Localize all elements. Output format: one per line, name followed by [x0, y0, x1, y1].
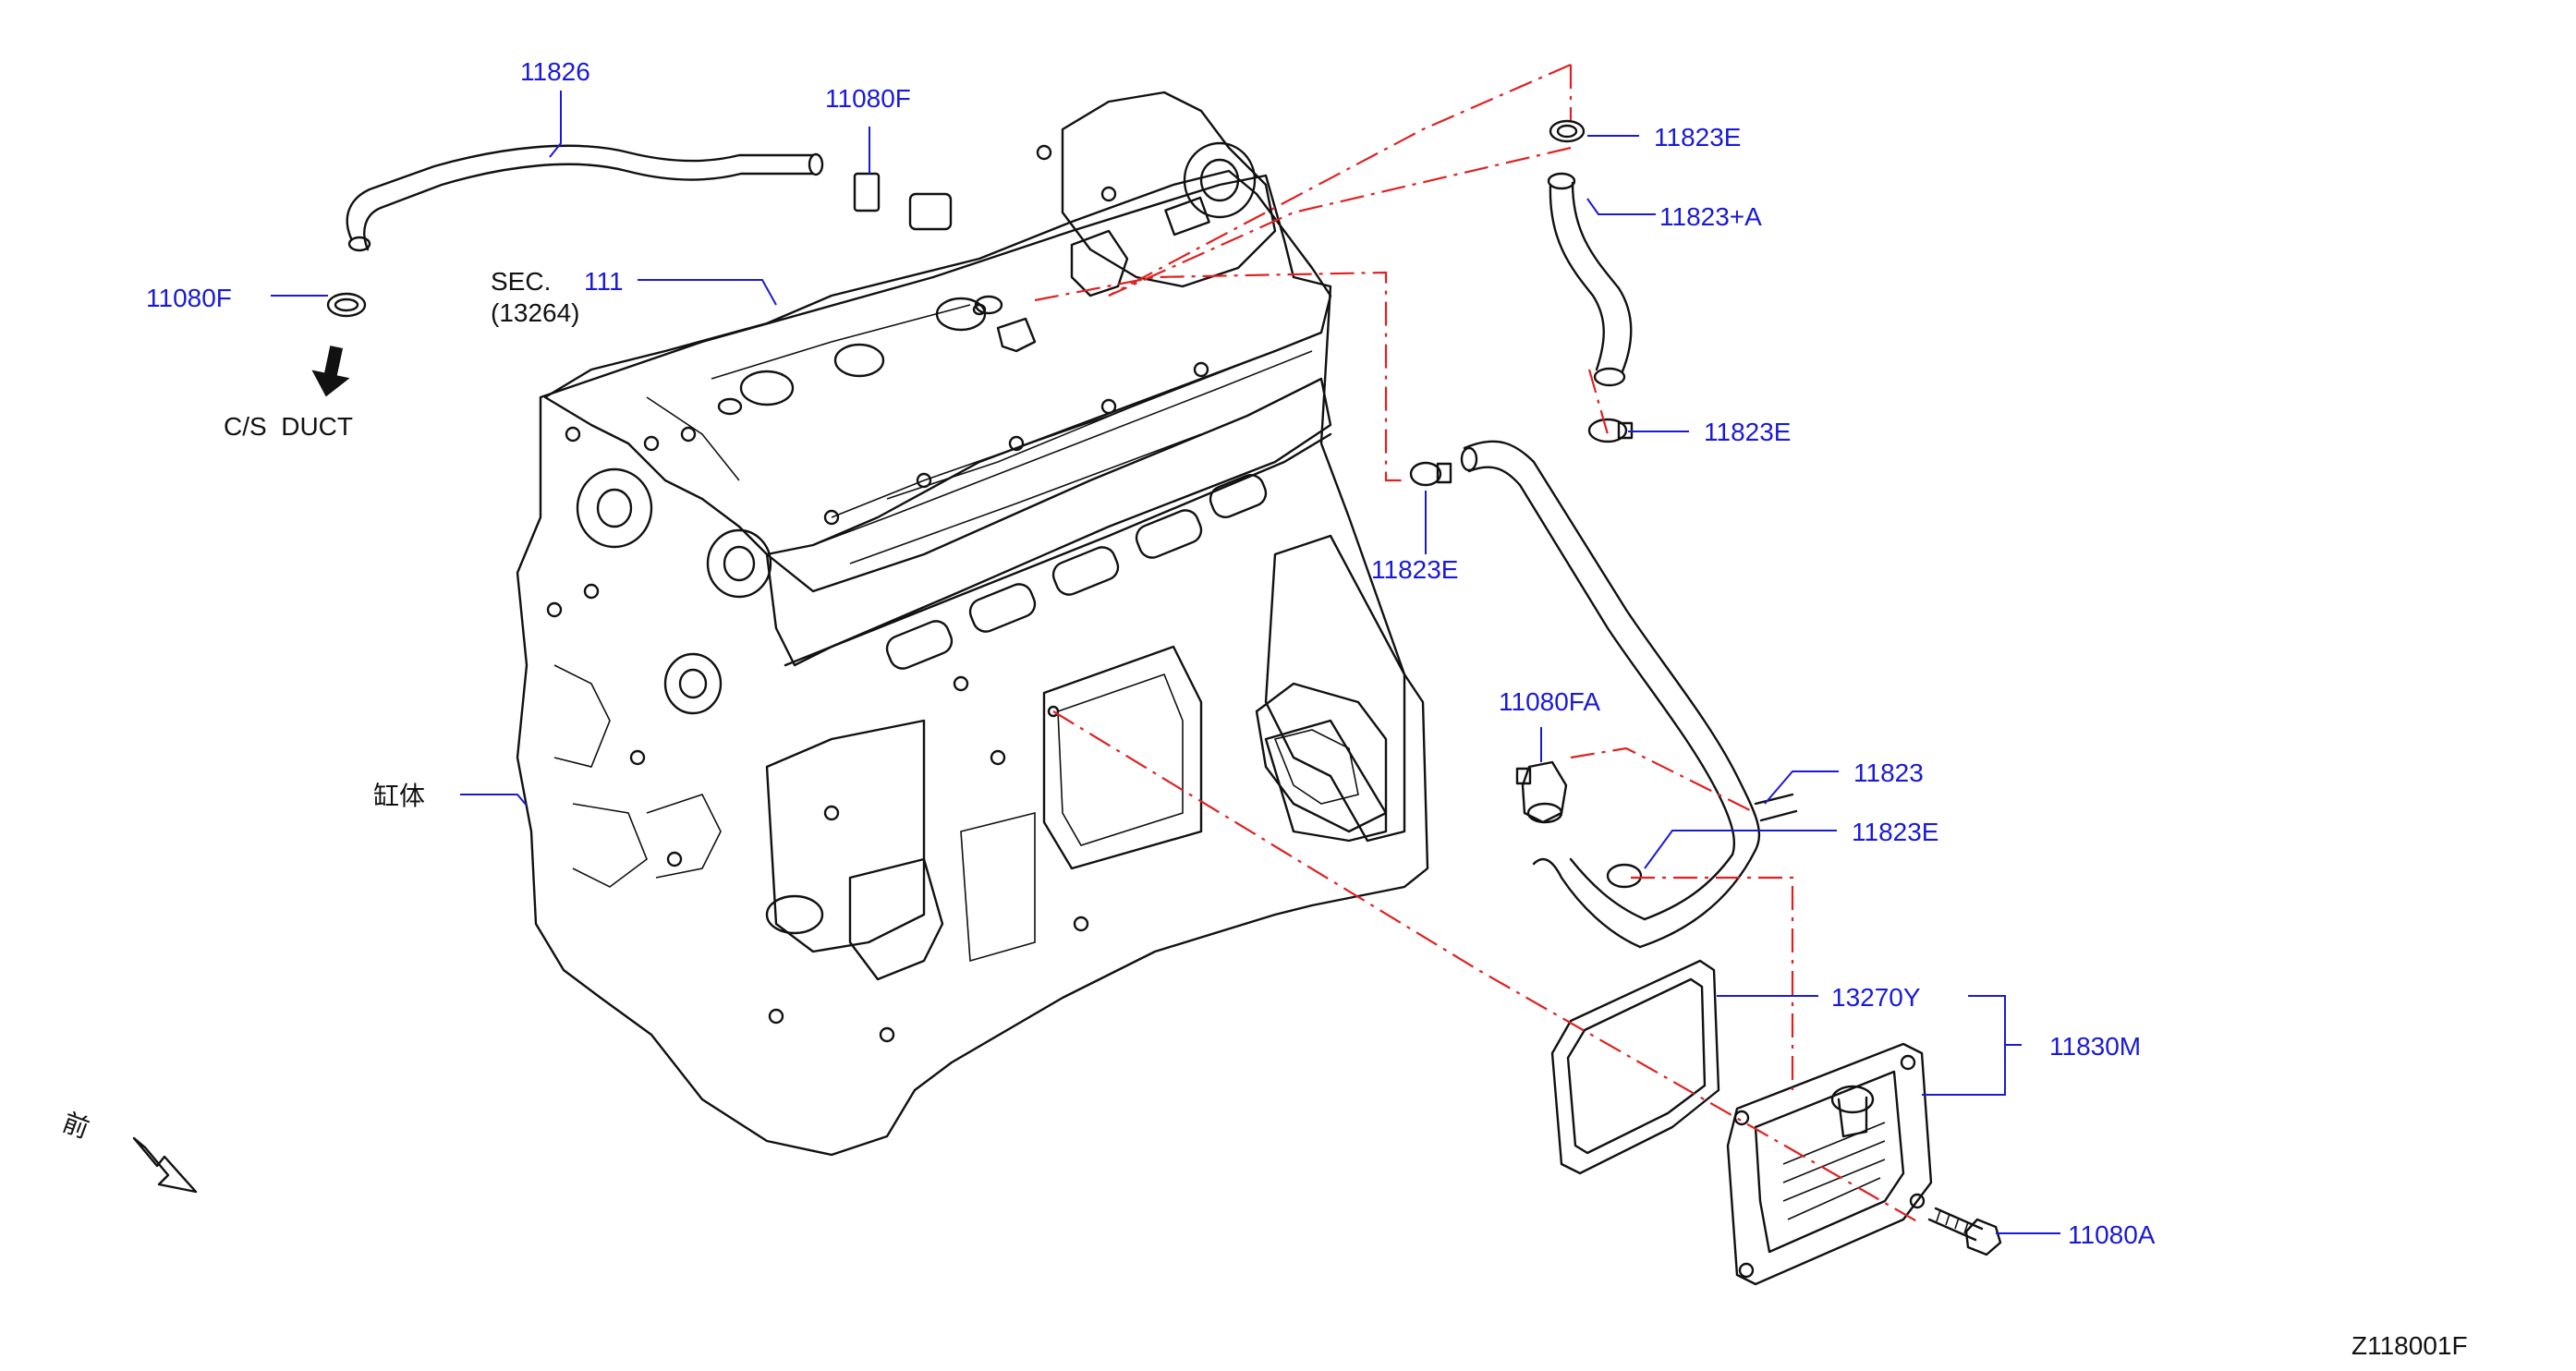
label-11823e-1: 11823E [1654, 123, 1741, 152]
label-11823e-3: 11823E [1371, 555, 1458, 584]
leader-lines [271, 91, 2060, 1234]
reference-lines [1034, 63, 1923, 1225]
label-13270y: 13270Y [1831, 983, 1921, 1012]
hose-11823a-drawing [1547, 119, 1634, 443]
label-sec-prefix: SEC. [491, 267, 551, 296]
cover-11830m-drawing [1726, 1042, 1933, 1286]
label-11080fa: 11080FA [1499, 687, 1600, 716]
label-11823a: 11823+A [1659, 202, 1762, 231]
label-11080a: 11080A [2068, 1220, 2156, 1249]
label-11826: 11826 [520, 57, 590, 86]
bolt-11080a-drawing [1927, 1207, 2002, 1256]
label-sec-ref: (13264) [491, 298, 580, 327]
label-11823e-4: 11823E [1852, 818, 1938, 846]
engine-block-drawing [516, 91, 1429, 1157]
hose-11826-drawing [311, 144, 953, 397]
front-arrow-icon [132, 1136, 198, 1194]
label-11080f-left: 11080F [146, 284, 232, 312]
label-front: 前 [58, 1107, 93, 1145]
label-cs-duct: C/S DUCT [224, 412, 353, 441]
label-11823e-2: 11823E [1704, 418, 1791, 446]
gasket-13270y-drawing [1550, 959, 1720, 1175]
hose-11823-drawing [1409, 440, 1798, 949]
diagram-id: Z118001F [2351, 1331, 2468, 1360]
label-11080f-top: 11080F [825, 84, 911, 113]
label-block: 缸体 [373, 781, 425, 811]
label-11823: 11823 [1853, 758, 1924, 787]
label-11830m: 11830M [2049, 1032, 2141, 1061]
label-sec-number: 111 [584, 267, 624, 296]
